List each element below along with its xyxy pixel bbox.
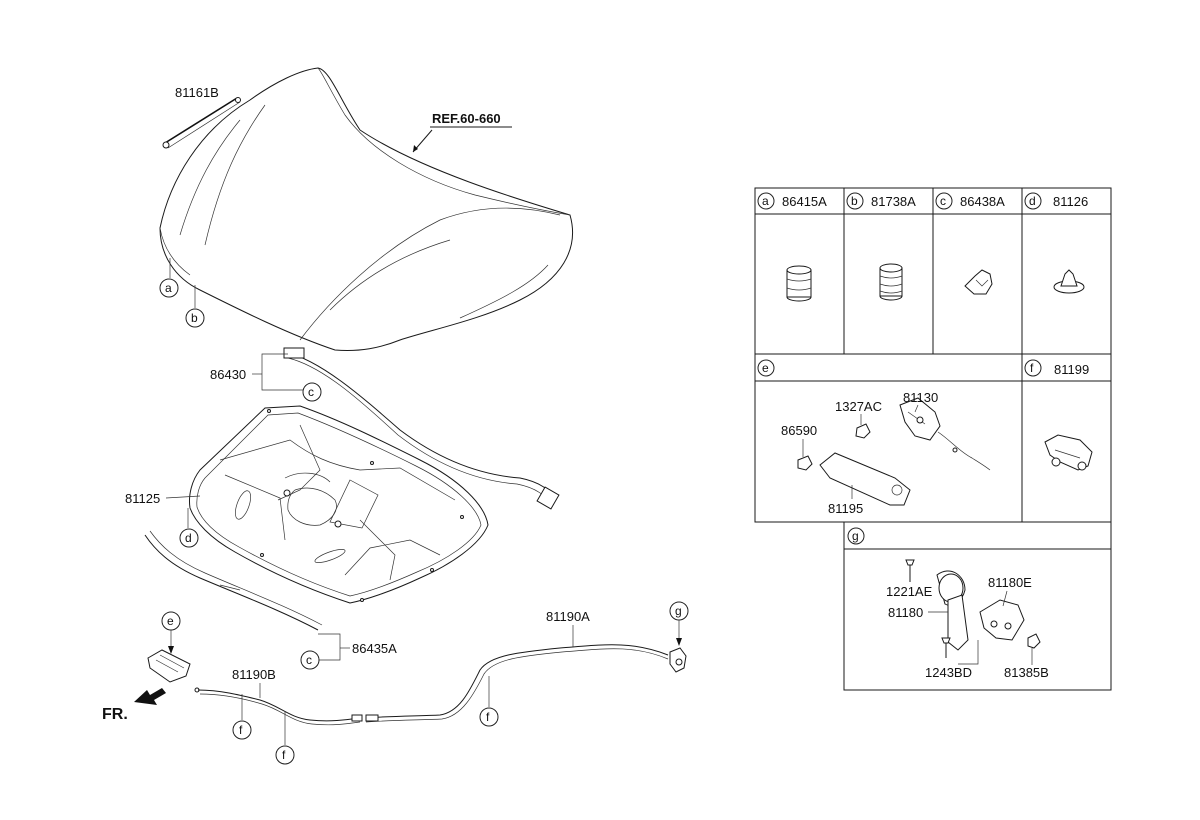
hood-panel xyxy=(159,67,574,351)
label-81195: 81195 xyxy=(828,501,863,516)
callout-b-hood: b xyxy=(185,285,205,328)
svg-text:b: b xyxy=(851,194,858,208)
bumper-81738A-icon xyxy=(879,263,903,301)
label-86430: 86430 xyxy=(210,367,246,382)
svg-text:g: g xyxy=(852,529,859,543)
svg-text:a: a xyxy=(762,194,769,208)
bracket-86430 xyxy=(252,353,305,391)
latch-assembly-e xyxy=(797,397,991,506)
label-81385B: 81385B xyxy=(1004,665,1049,680)
hood-stay-rod xyxy=(162,97,241,149)
label-fr: FR. xyxy=(102,706,128,723)
table-cell-a: a 86415A xyxy=(757,192,827,210)
label-81199: 81199 xyxy=(1054,362,1089,377)
label-86590: 86590 xyxy=(781,423,817,438)
hood-seal-86435A xyxy=(144,530,323,631)
svg-text:e: e xyxy=(167,614,174,628)
label-81180E: 81180E xyxy=(988,575,1032,590)
callout-f-2: f xyxy=(275,712,295,765)
table-cell-g-header: g xyxy=(847,527,865,545)
hood-insulator-pad xyxy=(189,405,489,604)
callout-c-upper: c xyxy=(302,382,322,402)
svg-text:c: c xyxy=(308,385,314,399)
label-1243BD: 1243BD xyxy=(925,665,972,680)
release-cable-81190A xyxy=(365,644,687,723)
ref-arrow-icon xyxy=(413,145,418,152)
svg-text:f: f xyxy=(239,723,243,737)
svg-text:c: c xyxy=(306,653,312,667)
svg-text:a: a xyxy=(165,281,172,295)
cable-clip-81199-icon xyxy=(1044,434,1093,471)
hood-release-handle xyxy=(147,649,200,693)
front-direction-arrow-icon xyxy=(134,688,166,705)
label-81190B: 81190B xyxy=(232,667,276,682)
table-cell-b: b 81738A xyxy=(846,192,916,210)
svg-text:d: d xyxy=(1029,194,1036,208)
leader-81180E xyxy=(1002,590,1008,607)
label-81738A: 81738A xyxy=(871,194,916,209)
svg-text:f: f xyxy=(1030,361,1034,375)
label-81130: 81130 xyxy=(903,390,938,405)
table-cell-e-header: e xyxy=(757,359,775,377)
label-86415A: 86415A xyxy=(782,194,827,209)
parts-table xyxy=(754,187,1112,691)
svg-text:b: b xyxy=(191,311,198,325)
fastener-81126-icon xyxy=(1053,269,1085,294)
bracket-86435A xyxy=(318,633,350,661)
hood-weatherstrip-86430 xyxy=(283,347,560,510)
leader-81130 xyxy=(914,404,919,413)
callout-c-lower: c xyxy=(300,650,320,670)
label-86435A: 86435A xyxy=(352,641,397,656)
table-cell-c: c 86438A xyxy=(935,192,1005,210)
svg-text:e: e xyxy=(762,361,769,375)
svg-text:g: g xyxy=(675,604,682,618)
leader-81125 xyxy=(165,495,201,499)
svg-text:f: f xyxy=(486,710,490,724)
bumper-86415A-icon xyxy=(786,265,812,302)
table-cell-f-header: f 81199 xyxy=(1024,359,1089,377)
clip-86438A-icon xyxy=(964,269,993,295)
callout-e-main: e xyxy=(161,611,181,654)
callout-f-1: f xyxy=(232,694,252,740)
label-ref-60-660: REF.60-660 xyxy=(432,111,501,126)
label-81190A: 81190A xyxy=(546,609,590,624)
callout-a-hood: a xyxy=(159,258,179,298)
hood-hinge-assembly-g xyxy=(905,559,1041,658)
label-81180: 81180 xyxy=(888,605,923,620)
svg-text:c: c xyxy=(940,194,946,208)
label-1221AE: 1221AE xyxy=(886,584,933,599)
label-1327AC: 1327AC xyxy=(835,399,882,414)
leader-1243BD xyxy=(958,640,979,665)
label-81125: 81125 xyxy=(125,491,160,506)
label-86438A: 86438A xyxy=(960,194,1005,209)
release-cable-81190B xyxy=(197,689,363,726)
callout-f-3: f xyxy=(479,676,499,727)
table-cell-d: d 81126 xyxy=(1024,192,1088,210)
callout-g-main: g xyxy=(669,601,689,646)
callout-d: d xyxy=(179,508,199,548)
label-81161B: 81161B xyxy=(175,85,219,100)
svg-text:d: d xyxy=(185,531,192,545)
label-81126: 81126 xyxy=(1053,194,1088,209)
svg-text:f: f xyxy=(282,748,286,762)
